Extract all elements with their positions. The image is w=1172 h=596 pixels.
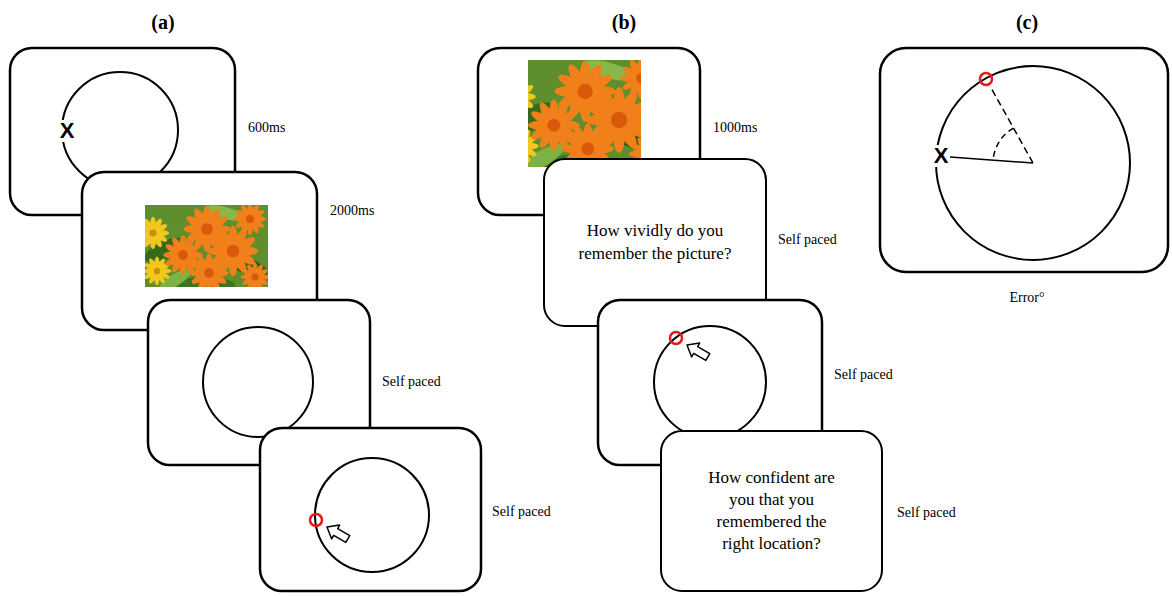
target-marker: X xyxy=(933,145,950,167)
panel-label: (a) xyxy=(151,11,174,33)
error-illustration xyxy=(880,48,1168,272)
question-text: How vividly do you remember the picture? xyxy=(575,220,735,264)
response-marker xyxy=(980,73,992,85)
duration-label: Self paced xyxy=(834,367,893,384)
duration-label: 600ms xyxy=(248,120,285,137)
target-marker: X xyxy=(59,120,76,142)
screen-fixation xyxy=(10,48,235,215)
panel-label: (b) xyxy=(612,11,636,33)
duration-label: 2000ms xyxy=(330,203,374,220)
panel-label: (c) xyxy=(1016,11,1038,33)
duration-label: Self paced xyxy=(897,505,956,522)
response-marker xyxy=(310,514,322,526)
error-label: Error° xyxy=(1009,290,1044,307)
mouse-cursor xyxy=(683,338,712,364)
flower-photo xyxy=(137,202,270,294)
question-screen: How vividly do you remember the picture? xyxy=(543,158,767,327)
duration-label: Self paced xyxy=(778,232,837,249)
screen-blank-circle xyxy=(148,300,370,465)
question-screen: How confident are you that you remembere… xyxy=(660,430,883,592)
duration-label: Self paced xyxy=(492,504,551,521)
question-text: How confident are you that you remembere… xyxy=(702,467,842,555)
screen-response xyxy=(260,428,481,591)
duration-label: Self paced xyxy=(382,374,441,391)
error-arc xyxy=(993,128,1013,160)
duration-label: 1000ms xyxy=(713,120,757,137)
screen-picture xyxy=(82,172,317,330)
target-line xyxy=(950,157,1033,163)
mouse-cursor xyxy=(323,520,352,546)
response-marker xyxy=(670,332,682,344)
response-line xyxy=(990,86,1033,163)
